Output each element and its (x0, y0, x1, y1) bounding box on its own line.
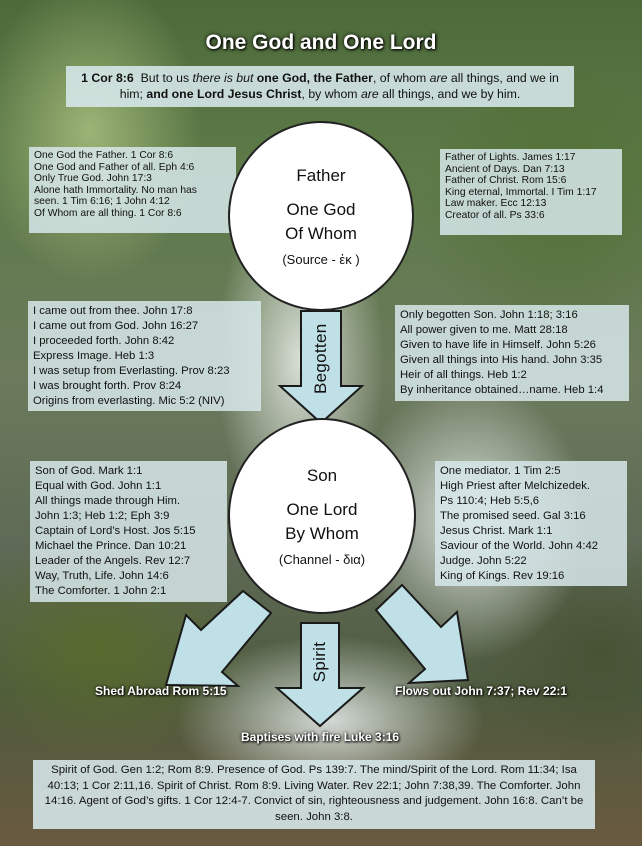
ref-line: Of Whom are all thing. 1 Cor 8:6 (34, 207, 182, 219)
father-left-panel: One God the Father. 1 Cor 8:6 One God an… (29, 147, 236, 233)
father-name: Father (296, 165, 346, 185)
father-source: (Source - ἐκ ) (282, 251, 360, 267)
spirit-arrow-left (164, 589, 273, 688)
ref-line: Equal with God. John 1:1 (35, 480, 162, 492)
ref-line: Judge. John 5:22 (440, 555, 527, 567)
father-line-2: Of Whom (285, 223, 357, 243)
spirit-center-caption: Baptises with fire Luke 3:16 (241, 730, 400, 744)
ref-line: John 1:3; Heb 1:2; Eph 3:9 (35, 510, 170, 522)
son-name: Son (306, 465, 338, 485)
begotten-label: Begotten (311, 323, 330, 394)
ref-line: I proceeded forth. John 8:42 (33, 335, 175, 347)
key-verse-text-4: , of whom (372, 71, 430, 85)
ref-line: Leader of the Angels. Rev 12:7 (35, 555, 191, 567)
ref-line: Origins from everlasting. Mic 5:2 (NIV) (33, 395, 225, 407)
son-line-2: By Whom (285, 523, 359, 543)
son-left-panel: Son of God. Mark 1:1 Equal with God. Joh… (30, 461, 227, 602)
spirit-left-caption: Shed Abroad Rom 5:15 (95, 684, 227, 698)
ref-line: Given to have life in Himself. John 5:26 (400, 339, 596, 351)
son-line-1: One Lord (286, 499, 358, 519)
ref-line: seen. 1 Tim 6:16; 1 John 4:12 (34, 196, 170, 208)
ref-line: Jesus Christ. Mark 1:1 (440, 525, 553, 537)
ref-line: One God the Father. 1 Cor 8:6 (34, 150, 174, 161)
key-verse-ref: 1 Cor 8:6 (81, 71, 134, 85)
ref-line: All power given to me. Matt 28:18 (400, 324, 568, 336)
ref-line: Ps 110:4; Heb 5:5,6 (440, 495, 540, 507)
ref-line: I was brought forth. Prov 8:24 (33, 380, 182, 392)
ref-line: The promised seed. Gal 3:16 (440, 510, 586, 522)
key-verse-text-9: are (360, 87, 379, 101)
key-verse-text-3: one God, the Father (253, 71, 373, 85)
key-verse-text-2: there is but (192, 71, 254, 85)
ref-line: Heir of all things. Heb 1:2 (400, 369, 527, 381)
father-circle: Father One God Of Whom (Source - ἐκ ) (228, 121, 414, 311)
spirit-references-box: Spirit of God. Gen 1:2; Rom 8:9. Presenc… (33, 760, 595, 829)
begotten-left-panel: I came out from thee. John 17:8 I came o… (28, 301, 261, 411)
spirit-label: Spirit (310, 641, 329, 683)
ref-line: I was setup from Everlasting. Prov 8:23 (33, 365, 230, 377)
ref-line: I came out from thee. John 17:8 (33, 305, 193, 317)
ref-line: Son of God. Mark 1:1 (35, 465, 143, 477)
key-verse-box: 1 Cor 8:6 But to us there is but one God… (66, 66, 574, 107)
key-verse-text-6: all things, and we in him; (119, 71, 559, 101)
ref-line: By inheritance obtained…name. Heb 1:4 (400, 384, 604, 396)
key-verse-text-7: and one Lord Jesus Christ (146, 87, 302, 101)
key-verse-text-10: all things, and we by him. (378, 87, 521, 101)
key-verse-text-1: But to us (140, 71, 193, 85)
son-channel: (Channel - δια) (278, 551, 366, 567)
father-line-1: One God (286, 199, 356, 219)
spirit-arrow-right (374, 583, 470, 685)
key-verse-text-8: , by whom (301, 87, 361, 101)
ref-line: One mediator. 1 Tim 2:5 (440, 465, 561, 477)
father-right-panel: Father of Lights. James 1:17 Ancient of … (440, 149, 622, 235)
ref-line: King of Kings. Rev 19:16 (440, 570, 565, 582)
ref-line: King eternal, Immortal. I Tim 1:17 (445, 186, 597, 198)
begotten-right-panel: Only begotten Son. John 1:18; 3:16 All p… (395, 305, 629, 401)
ref-line: Only True God. John 17:3 (34, 173, 152, 185)
ref-line: Alone hath Immortality. No man has (34, 184, 197, 196)
page-title: One God and One Lord (205, 31, 437, 54)
spirit-arrow-center (274, 622, 366, 728)
ref-line: Michael the Prince. Dan 10:21 (35, 540, 187, 552)
son-circle: Son One Lord By Whom (Channel - δια) (228, 418, 416, 614)
ref-line: Only begotten Son. John 1:18; 3:16 (400, 309, 578, 321)
ref-line: Express Image. Heb 1:3 (33, 350, 155, 362)
ref-line: Father of Christ. Rom 15:6 (445, 175, 567, 187)
spirit-right-caption: Flows out John 7:37; Rev 22:1 (395, 684, 568, 698)
ref-line: Ancient of Days. Dan 7:13 (445, 163, 565, 175)
ref-line: Creator of all. Ps 33:6 (445, 209, 545, 221)
ref-line: I came out from God. John 16:27 (33, 320, 199, 332)
ref-line: The Comforter. 1 John 2:1 (35, 585, 167, 597)
ref-line: Law maker. Ecc 12:13 (445, 198, 547, 210)
son-right-panel: One mediator. 1 Tim 2:5 High Priest afte… (435, 461, 627, 586)
ref-line: Captain of Lord’s Host. Jos 5:15 (35, 525, 196, 537)
ref-line: Given all things into His hand. John 3:3… (400, 354, 603, 366)
ref-line: Father of Lights. James 1:17 (445, 152, 576, 163)
ref-line: High Priest after Melchizedek. (440, 480, 591, 492)
ref-line: One God and Father of all. Eph 4:6 (34, 161, 195, 173)
ref-line: Saviour of the World. John 4:42 (440, 540, 599, 552)
ref-line: Way, Truth, Life. John 14:6 (35, 570, 169, 582)
ref-line: All things made through Him. (35, 495, 181, 507)
key-verse-text-5: are (429, 71, 448, 85)
begotten-arrow (277, 310, 365, 425)
